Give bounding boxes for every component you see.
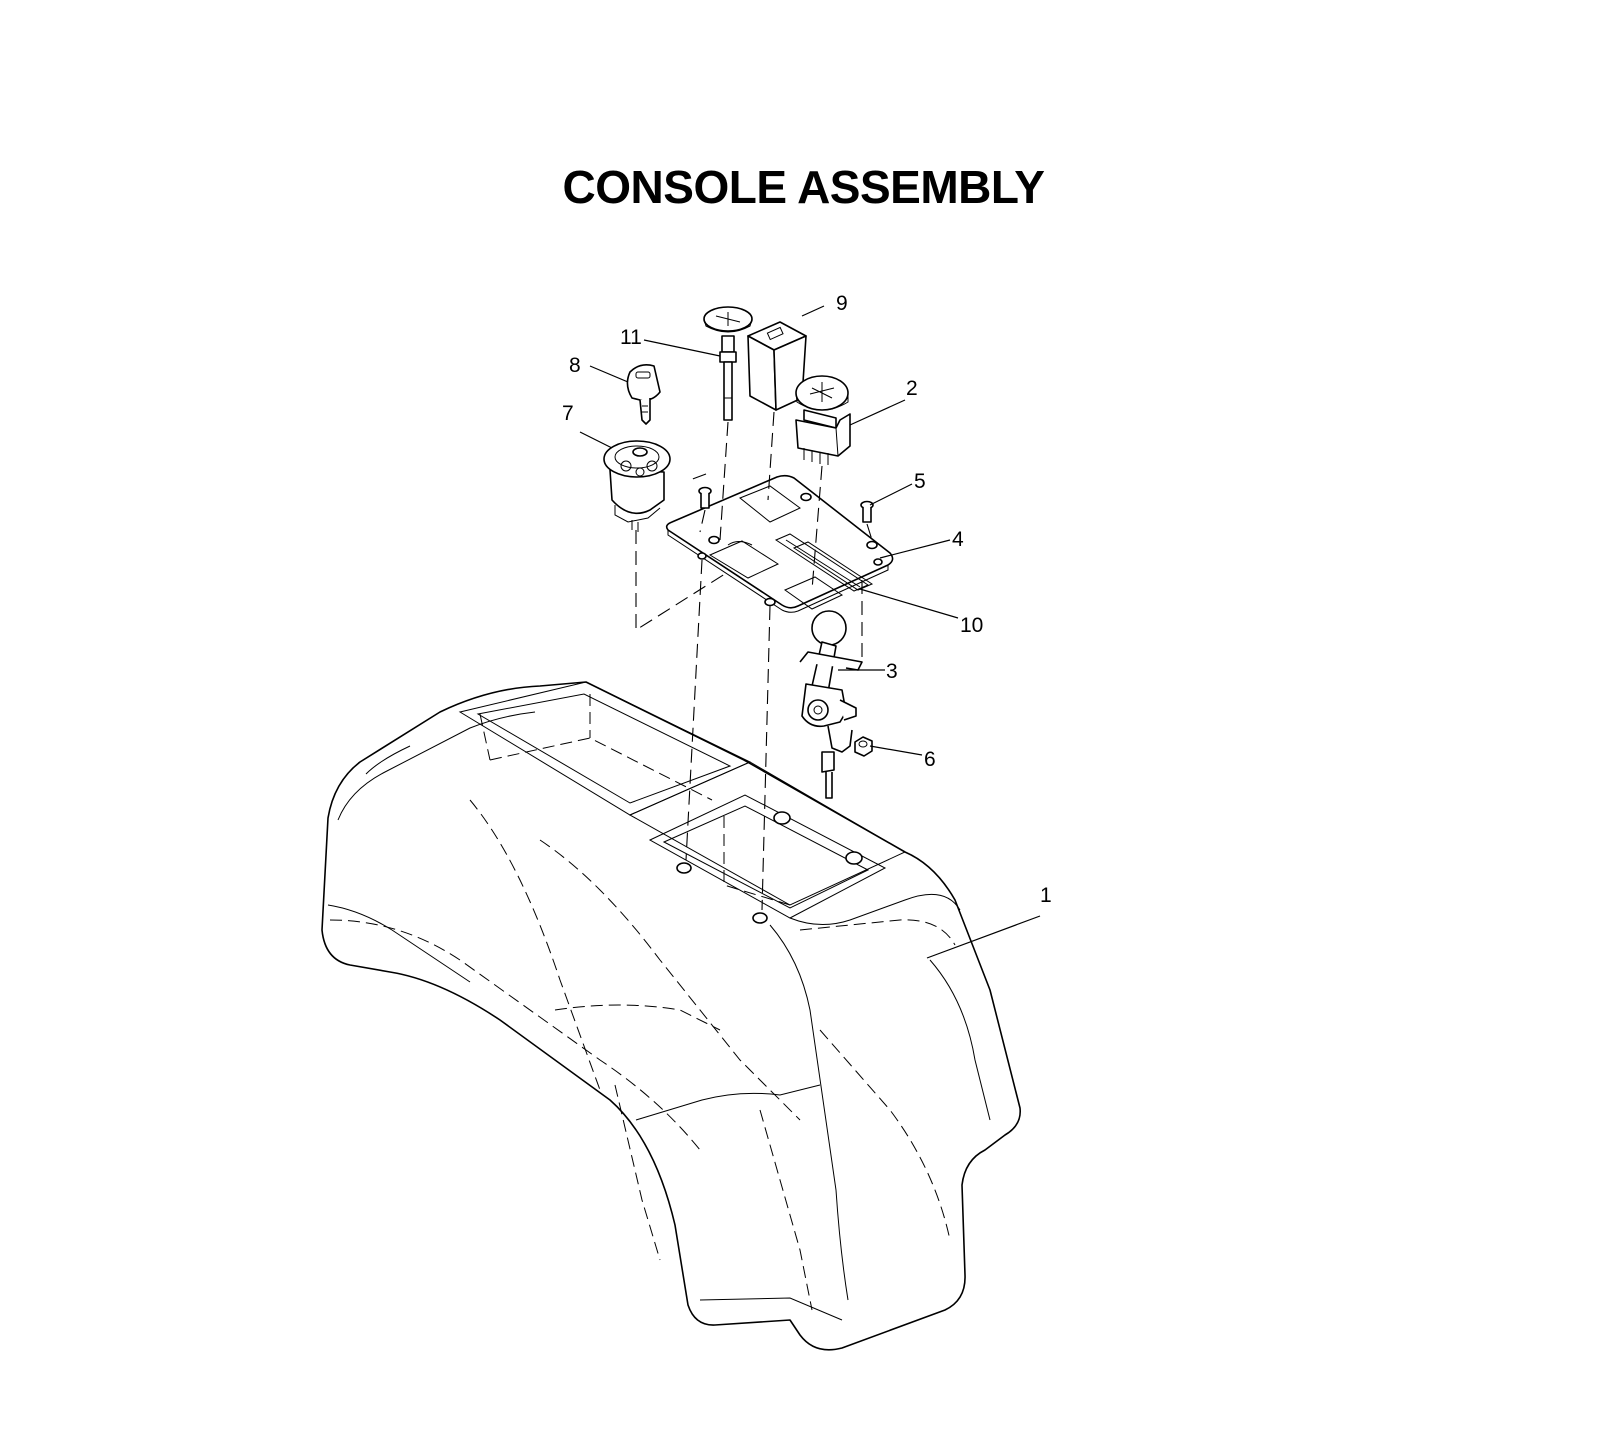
- console-housing[interactable]: [321, 681, 1022, 1351]
- callout-1[interactable]: 1: [1040, 884, 1052, 907]
- nut[interactable]: [854, 736, 873, 757]
- console-mounting-plate[interactable]: [665, 474, 894, 613]
- throttle-slot-plate[interactable]: [792, 541, 874, 591]
- callout-3[interactable]: 3: [886, 660, 898, 683]
- callout-11[interactable]: 11: [620, 326, 642, 349]
- callout-8[interactable]: 8: [569, 354, 581, 377]
- callout-4[interactable]: 4: [952, 528, 964, 551]
- callout-7[interactable]: 7: [562, 402, 574, 425]
- ignition-switch[interactable]: [603, 440, 671, 532]
- callout-6[interactable]: 6: [924, 748, 936, 771]
- page-title: CONSOLE ASSEMBLY: [562, 161, 1045, 213]
- assembly-lines: [635, 411, 873, 911]
- ignition-key[interactable]: [626, 364, 661, 425]
- throttle-control-lever[interactable]: [799, 610, 863, 799]
- callout-9[interactable]: 9: [836, 292, 848, 315]
- callout-10[interactable]: 10: [960, 614, 983, 637]
- choke-control-knob[interactable]: [703, 306, 753, 421]
- callout-2[interactable]: 2: [906, 377, 918, 400]
- screw[interactable]: [698, 486, 874, 523]
- pto-switch[interactable]: [795, 375, 851, 465]
- callout-numbers: 1 2 3 4 5 6 7 8 9 10 11: [562, 292, 1052, 907]
- callout-leaders: [579, 305, 1041, 959]
- callout-5[interactable]: 5: [914, 470, 926, 493]
